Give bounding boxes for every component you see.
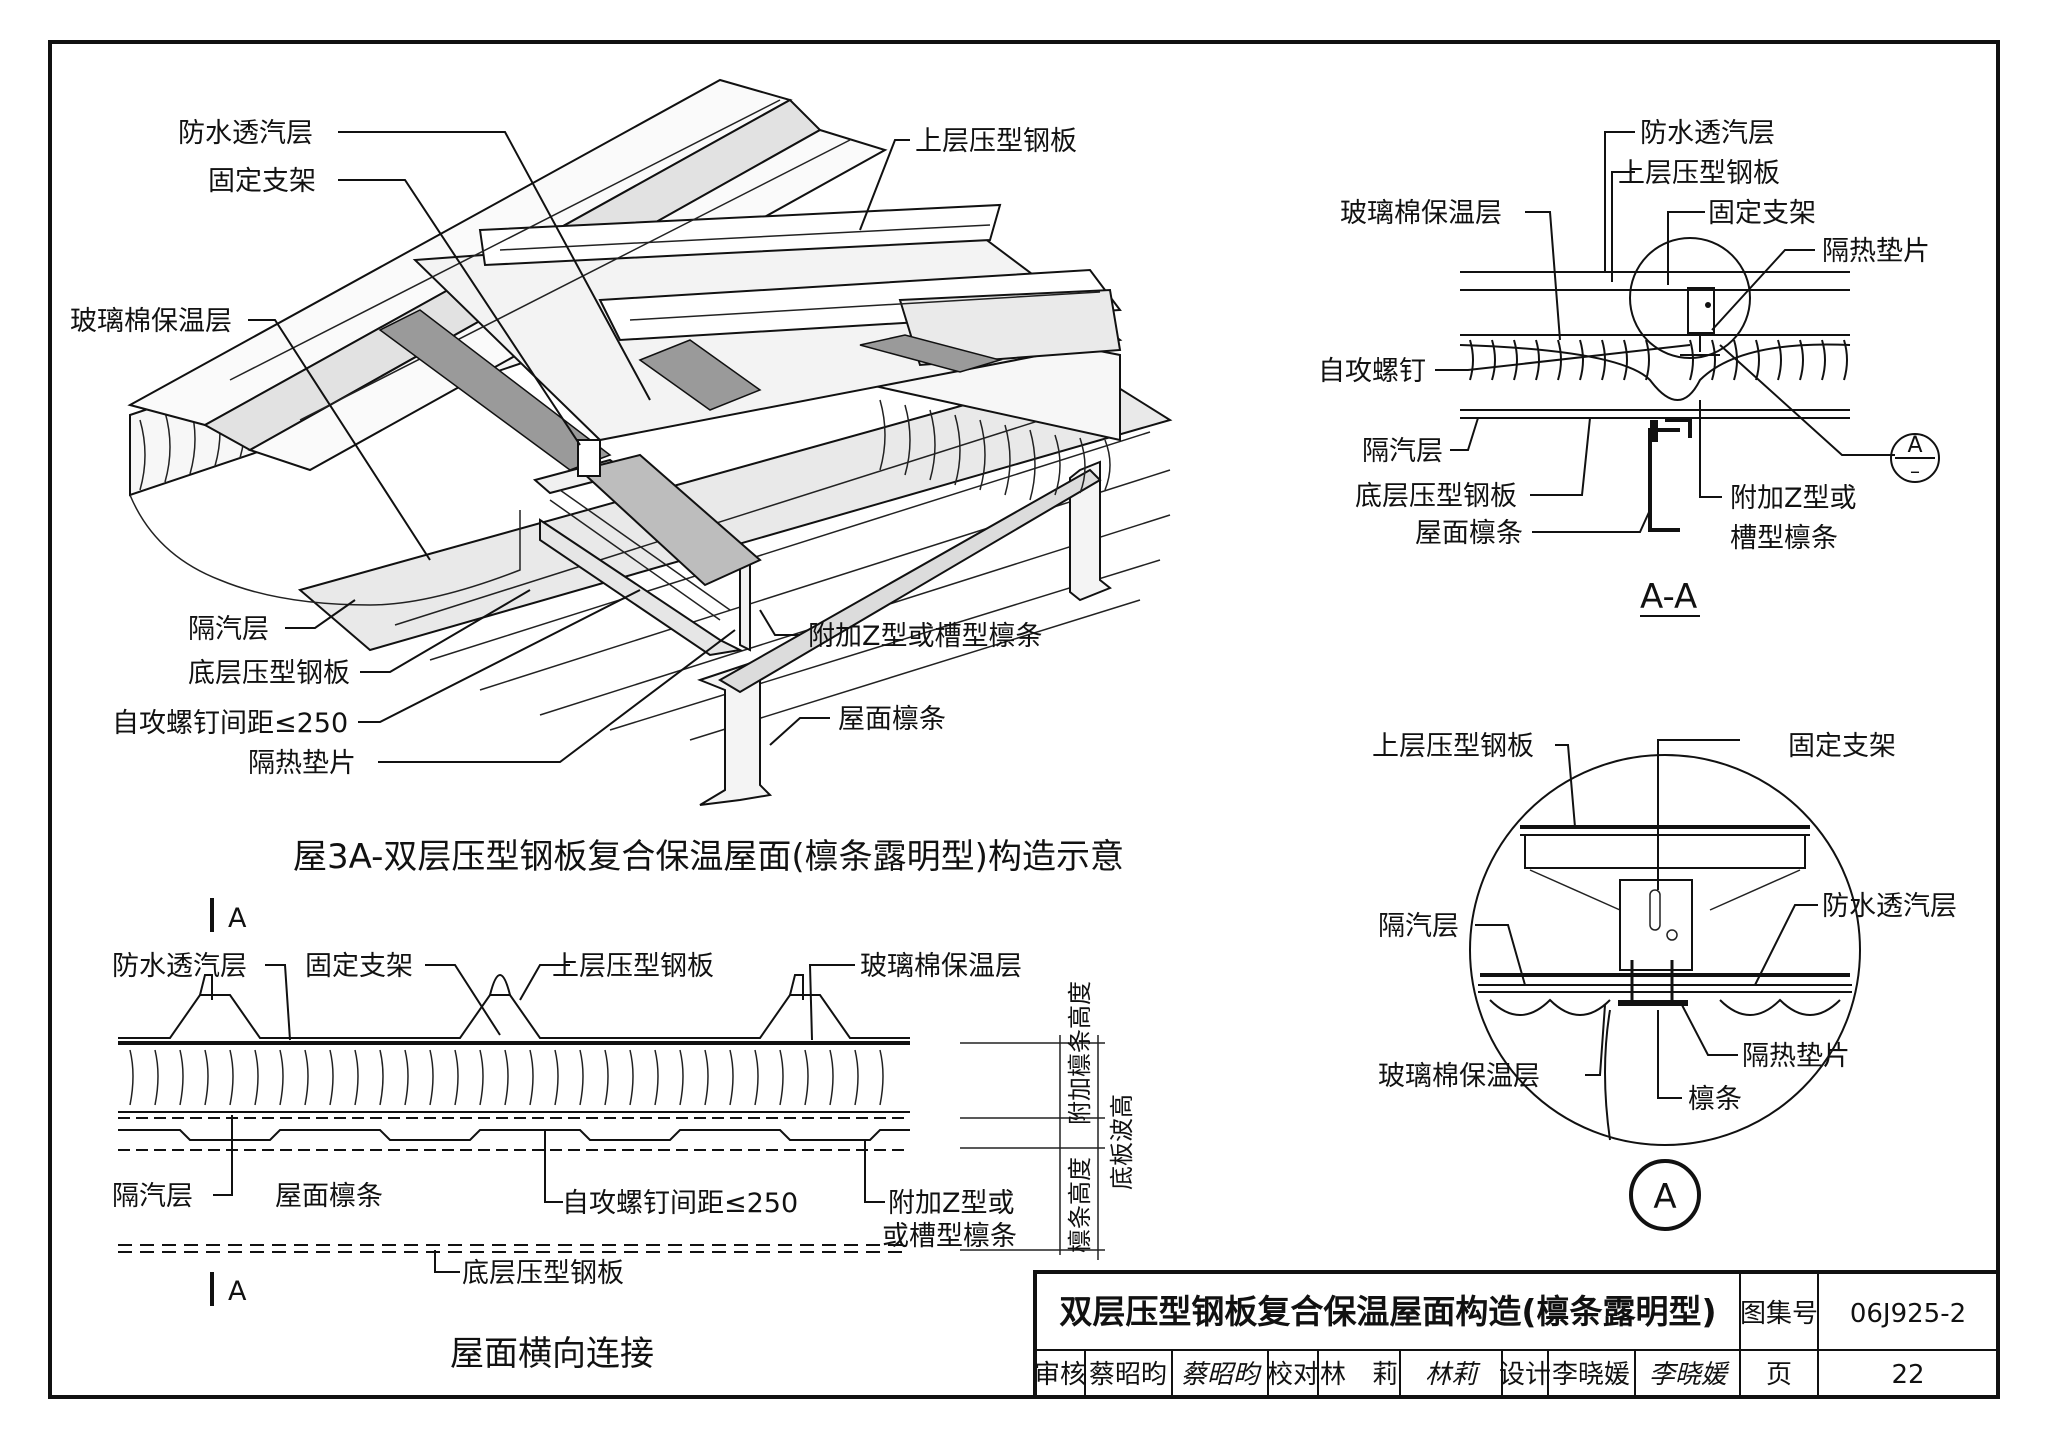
section-aa-callout-circle [1890,433,1940,483]
waterproof-membrane-shape [378,309,1003,471]
iso-label-roof-purlin: 屋面檩条 [838,704,946,735]
t-label-bottom-steel-sheet: 底层压型钢板 [462,1258,624,1289]
fixed-bracket-shape [577,439,601,477]
iso-label-vapor-barrier: 隔汽层 [188,614,269,645]
title-block-reviewer: 蔡昭昀 [1089,1360,1167,1390]
t-label-screw-spacing: 自攻螺钉间距≤250 [562,1188,798,1219]
iso-label-fixed-bracket: 固定支架 [208,166,316,197]
title-block-check-label: 校对 [1267,1360,1319,1390]
t-label-glass-wool: 玻璃棉保温层 [860,951,1022,982]
a-label-purlin: 檩条 [1688,1084,1742,1115]
a-label-waterproof-membrane: 防水透汽层 [1822,891,1957,922]
iso-label-glass-wool: 玻璃棉保温层 [70,306,232,337]
detail-a-marker: A [1653,1177,1676,1217]
dim-additional-purlin-height: 附加檩条高度 [1066,981,1094,1125]
a-label-vapor-barrier: 隔汽层 [1378,911,1459,942]
t-label-roof-purlin: 屋面檩条 [275,1181,383,1212]
section-aa-callout-dash: – [1910,459,1920,483]
detail-a-leader-lines [1475,739,1818,1099]
title-block-design-label: 设计 [1499,1360,1551,1390]
title-block [1033,1270,2000,1399]
aa-label-vapor-barrier: 隔汽层 [1362,436,1443,467]
checker-signature: 林莉 [1425,1360,1481,1390]
aa-label-fixed-bracket: 固定支架 [1708,198,1816,229]
a-label-thermal-pad: 隔热垫片 [1742,1041,1850,1072]
reviewer-signature: 蔡昭昀 [1181,1360,1262,1390]
a-label-upper-steel-sheet: 上层压型钢板 [1372,731,1534,762]
aa-label-self-tapping-screw: 自攻螺钉 [1318,356,1426,387]
dim-purlin-height: 檩条高度 [1066,1157,1094,1253]
t-label-waterproof-membrane: 防水透汽层 [112,951,247,982]
sheet-border [48,40,2000,1399]
title-block-atlas-label: 图集号 [1740,1299,1818,1329]
t-label-upper-steel-sheet: 上层压型钢板 [552,951,714,982]
aa-label-upper-steel-sheet: 上层压型钢板 [1618,158,1780,189]
iso-label-upper-steel-sheet: 上层压型钢板 [915,126,1077,157]
dim-bottom-sheet-height: 底板波高 [1108,1094,1136,1190]
aa-label-roof-purlin: 屋面檩条 [1415,518,1523,549]
t-label-additional-purlin-1: 附加Z型或 [888,1188,1015,1219]
t-label-fixed-bracket: 固定支架 [305,951,413,982]
additional-purlin-shape [532,453,762,657]
section-aa-callout-letter: A [1907,433,1922,458]
title-block-checker: 林 莉 [1320,1360,1398,1390]
title-block-page-label: 页 [1766,1360,1792,1390]
transverse-dimension-labels: 附加檩条高度 檩条高度 底板波高 [1066,981,1136,1253]
transverse-cut-mark-top: A [228,903,247,934]
detail-a-circle [1469,754,1861,1146]
iso-label-thermal-pad: 隔热垫片 [248,748,356,779]
iso-label-screw-spacing: 自攻螺钉间距≤250 [112,708,348,739]
transverse-leader-lines [213,964,885,1273]
aa-label-additional-purlin-1: 附加Z型或 [1730,483,1857,514]
transverse-section-drawing [118,898,1105,1306]
transverse-cut-mark-bottom: A [228,1276,247,1307]
a-label-glass-wool: 玻璃棉保温层 [1378,1061,1540,1092]
aa-label-additional-purlin-2: 槽型檩条 [1730,523,1838,554]
iso-caption: 屋3A-双层压型钢板复合保温屋面(檩条露明型)构造示意 [293,837,1124,877]
roof-purlin-shape [697,460,1112,806]
section-aa-title: A-A [1640,577,1697,617]
section-aa-leader-lines [1435,131,1895,533]
detail-a-marker-circle [1629,1159,1701,1231]
upper-steel-sheet-shape [127,78,1123,472]
t-label-additional-purlin-2: 或槽型檩条 [882,1221,1017,1252]
iso-label-additional-purlin: 附加Z型或槽型檩条 [808,621,1043,652]
t-label-vapor-barrier: 隔汽层 [112,1181,193,1212]
title-block-atlas-number: 06J925-2 [1850,1299,1966,1329]
title-block-title: 双层压型钢板复合保温屋面构造(檩条露明型) [1059,1292,1716,1331]
transverse-caption: 屋面横向连接 [450,1334,654,1374]
title-block-designer: 李晓媛 [1552,1360,1630,1390]
iso-leader-lines [248,131,910,763]
iso-label-waterproof-membrane: 防水透汽层 [178,118,313,149]
iso-label-bottom-steel-sheet: 底层压型钢板 [188,658,350,689]
title-block-page-number: 22 [1891,1360,1924,1390]
isometric-roof-drawing [127,78,1173,806]
aa-label-waterproof-membrane: 防水透汽层 [1640,118,1775,149]
detail-a-drawing [1469,754,1861,1146]
a-label-fixed-bracket: 固定支架 [1788,731,1896,762]
title-block-review-label: 审核 [1034,1360,1086,1390]
aa-label-thermal-pad: 隔热垫片 [1822,236,1930,267]
aa-label-bottom-steel-sheet: 底层压型钢板 [1355,481,1517,512]
designer-signature: 李晓媛 [1649,1360,1730,1390]
aa-label-glass-wool: 玻璃棉保温层 [1340,198,1502,229]
